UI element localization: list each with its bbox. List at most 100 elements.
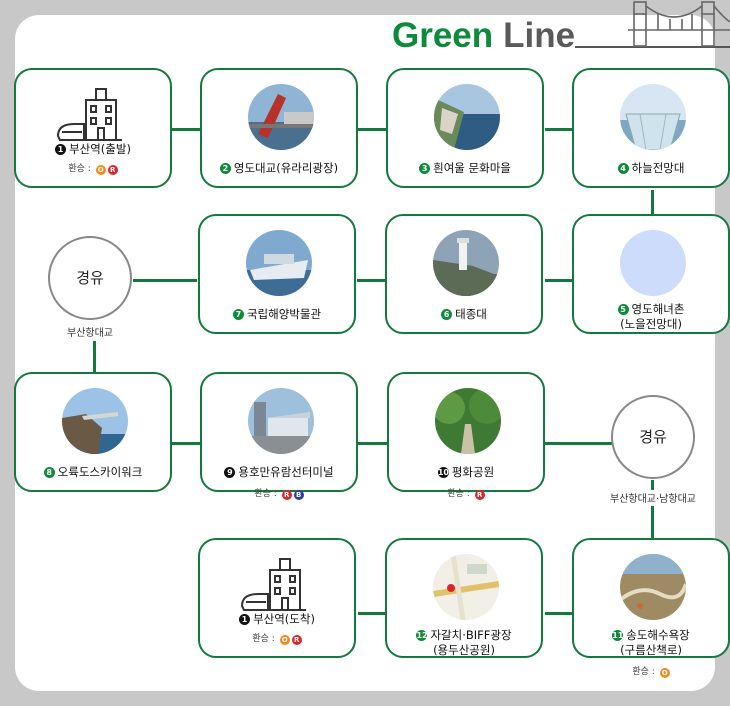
stop-number-badge: 3 — [419, 163, 431, 174]
via-point-busan-harbor-bridge: 경유 — [48, 236, 132, 320]
stop-name-text: 부산역(출발) — [69, 142, 131, 156]
connector — [651, 506, 654, 540]
connector — [358, 128, 387, 131]
connector — [172, 442, 202, 445]
stop-number-badge: 10 — [437, 467, 449, 478]
connector — [358, 442, 389, 445]
jagalchi-map-image — [433, 554, 499, 620]
transfer-label: 환승 : — [252, 634, 275, 644]
stop-number-badge: 1 — [239, 614, 251, 625]
title-underline — [575, 46, 730, 48]
connector — [545, 128, 574, 131]
transfer-badge: R — [281, 490, 292, 500]
transfer-badge: R — [107, 165, 118, 175]
connector — [651, 190, 654, 214]
yeongdo-bridge-photo — [248, 84, 314, 150]
connector — [651, 480, 654, 490]
transfer-badge: R — [291, 635, 302, 645]
peace-park-photo — [435, 388, 501, 454]
stop-name-text: 평화공원 — [451, 465, 495, 479]
stop-name-text: 영도대교(유라리광장) — [233, 161, 339, 175]
connector — [133, 279, 197, 282]
transfer-label: 환승 : — [447, 489, 470, 499]
stop-number-badge: 6 — [441, 309, 453, 320]
stop-number-badge: 9 — [224, 467, 236, 478]
stop-name-line2: (노을전망대) — [620, 317, 682, 331]
connector — [357, 279, 387, 282]
stop-name-text: 태종대 — [455, 307, 487, 321]
train-station-icon — [56, 88, 122, 141]
train-station-icon — [240, 558, 306, 611]
huinyeoul-village-photo — [434, 84, 500, 150]
stop-number-badge: 5 — [617, 304, 629, 315]
stop-number-badge: 11 — [612, 630, 624, 641]
stop-number-badge: 4 — [617, 163, 629, 174]
oryukdo-skywalk-photo — [62, 388, 128, 454]
stop-name-line2: (용두산공원) — [433, 643, 495, 657]
stop-name-text: 부산역(도착) — [253, 612, 315, 626]
stop-number-badge: 12 — [416, 630, 428, 641]
haenyeo-village-photo-placeholder — [620, 230, 686, 296]
transfer-badge: R — [474, 490, 485, 500]
stop-name-text: 하늘전망대 — [631, 161, 685, 175]
taejongdae-photo — [433, 230, 499, 296]
via-caption: 부산항대교·남항대교 — [610, 494, 696, 505]
via-caption: 부산항대교 — [67, 328, 113, 339]
stop-number-badge: 1 — [55, 144, 67, 155]
title-line: Line — [503, 16, 576, 55]
songdo-beach-photo — [620, 554, 686, 620]
transfer-label: 환승 : — [68, 164, 91, 174]
transfer-badge: O — [95, 165, 106, 175]
stop-number-badge: 7 — [232, 309, 244, 320]
sky-observatory-photo — [620, 84, 686, 150]
stop-name-text: 송도해수욕장 — [626, 628, 690, 642]
connector — [93, 341, 96, 373]
transfer-badge: B — [293, 490, 304, 500]
connector — [545, 612, 574, 615]
transfer-info: 환승 : O — [574, 666, 728, 678]
transfer-badge: O — [279, 635, 290, 645]
connector — [545, 279, 574, 282]
via-label: 경유 — [76, 269, 104, 287]
stop-name-text: 국립해양박물관 — [246, 307, 322, 321]
stop-number-badge: 2 — [219, 163, 231, 174]
transfer-badge: O — [659, 668, 670, 678]
stop-name-line2: (구름산책로) — [620, 643, 682, 657]
transfer-label: 환승 : — [254, 489, 277, 499]
transfer-label: 환승 : — [632, 667, 655, 677]
bridge-icon — [628, 1, 730, 47]
transfer-info: 환승 : R — [389, 488, 543, 500]
stop-name-text: 오륙도스카이워크 — [57, 465, 143, 479]
via-label: 경유 — [639, 428, 667, 446]
maritime-museum-photo — [246, 230, 312, 296]
